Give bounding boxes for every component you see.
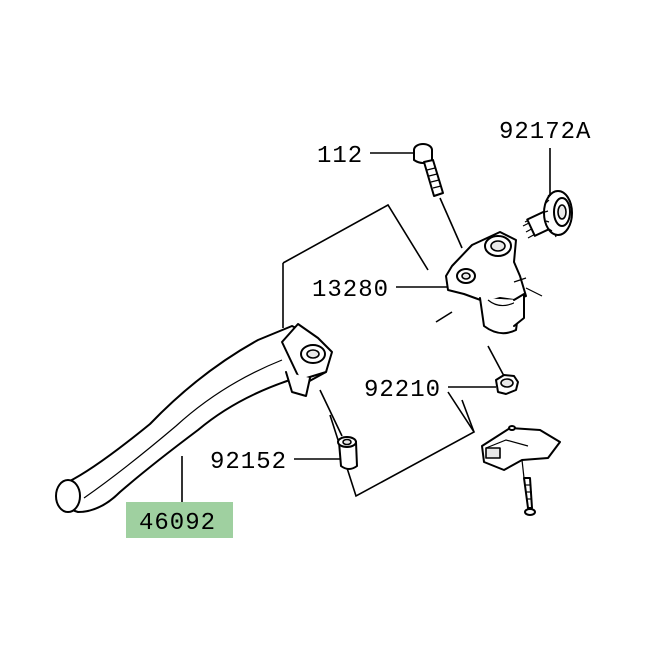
callout-92172A: 92172A bbox=[499, 119, 591, 146]
collar-92152 bbox=[337, 436, 358, 470]
callout-92210: 92210 bbox=[364, 377, 441, 404]
callout-46092: 46092 bbox=[139, 510, 216, 537]
collar-axis-line bbox=[319, 389, 343, 437]
bolt-112 bbox=[413, 143, 444, 197]
adjuster-92172A bbox=[522, 190, 573, 239]
lever-holder-13280 bbox=[445, 231, 543, 335]
callout-112: 112 bbox=[317, 143, 363, 170]
callout-13280: 13280 bbox=[312, 277, 389, 304]
nut-92210 bbox=[495, 374, 519, 395]
nut-axis-line bbox=[487, 345, 505, 377]
clutch-lever-46092 bbox=[55, 323, 333, 513]
lever-switch bbox=[481, 425, 561, 516]
bolt-axis-line bbox=[439, 197, 463, 249]
callout-92152: 92152 bbox=[210, 449, 287, 476]
holder-axis-line bbox=[435, 311, 453, 323]
highlight-46092 bbox=[126, 502, 233, 538]
